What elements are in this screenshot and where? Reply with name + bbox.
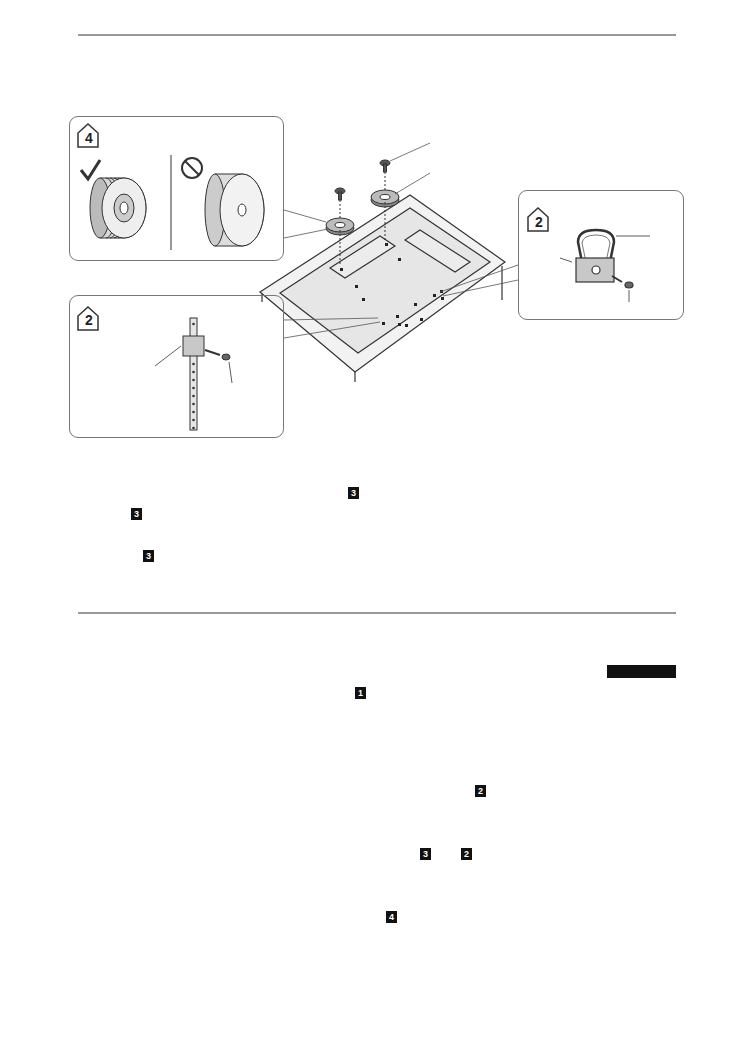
callout-number: 2 <box>461 848 472 860</box>
callout-number: 3 <box>420 848 431 860</box>
panel-4-art <box>81 155 264 250</box>
step-number: 2 <box>529 210 549 230</box>
page-rules <box>78 35 676 613</box>
leader-lines <box>284 143 518 338</box>
black-bar <box>607 665 676 678</box>
detail-panel: 4 <box>69 116 284 261</box>
callout-number: 3 <box>143 550 154 562</box>
step-number: 2 <box>79 308 99 328</box>
panel-2-chain-art <box>155 318 232 430</box>
callout-number: 4 <box>386 911 397 923</box>
step-number: 4 <box>79 126 99 146</box>
callout-number: 1 <box>355 687 366 699</box>
panel-2-clamp-art <box>560 230 650 302</box>
callout-number: 3 <box>131 508 142 520</box>
callout-number: 2 <box>475 785 486 797</box>
detail-panel: 2 <box>69 295 284 438</box>
screw-holes <box>340 243 444 327</box>
feet <box>326 160 399 266</box>
detail-panel: 2 <box>518 190 684 320</box>
callout-number: 3 <box>348 487 359 499</box>
tv-back <box>260 195 505 382</box>
